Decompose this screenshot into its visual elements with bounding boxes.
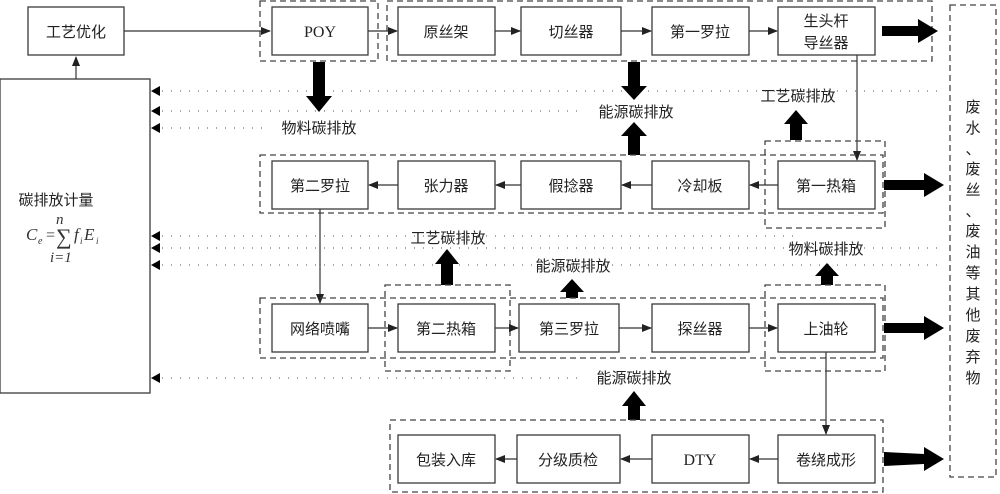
node-first-roller xyxy=(651,6,750,56)
formula-sum-bottom: i=1 xyxy=(50,250,72,266)
energy-emission-label-3: 能源碳排放 xyxy=(596,369,671,387)
waste-char: 等 xyxy=(965,264,980,282)
node-first-roller-label: 第一罗拉 xyxy=(670,23,730,41)
node-poy-label: POY xyxy=(304,24,336,41)
poy-group xyxy=(259,0,379,62)
formula-sigma: ∑ xyxy=(56,224,72,249)
node-air-nozzle xyxy=(271,303,369,353)
node-quality-grading-label: 分级质检 xyxy=(538,451,598,469)
formula-E: E xyxy=(83,225,95,244)
waste-arrow-row2 xyxy=(884,173,944,197)
waste-arrow-row4 xyxy=(884,447,944,471)
node-packaging-label: 包装入库 xyxy=(416,451,476,469)
node-winding xyxy=(777,434,876,484)
waste-arrow-row1 xyxy=(882,19,938,43)
row2-group xyxy=(259,154,884,214)
node-packaging xyxy=(397,434,496,484)
waste-char: 废 xyxy=(965,98,980,116)
node-poy xyxy=(271,6,369,56)
node-false-twister-label: 假捻器 xyxy=(548,177,593,195)
node-dty-label: DTY xyxy=(684,452,717,469)
waste-char: 其 xyxy=(965,285,980,303)
node-false-twister xyxy=(520,160,622,210)
node-third-roller-label: 第三罗拉 xyxy=(539,320,599,338)
energy-emission-arrow-up xyxy=(621,122,647,155)
waste-char: 、 xyxy=(965,202,980,220)
energy-emission-label-2: 能源碳排放 xyxy=(535,257,610,275)
formula-lhs: C xyxy=(26,225,38,244)
formula-sum-top: n xyxy=(56,212,64,228)
waste-char: 油 xyxy=(965,243,980,261)
process-emission-arrow-2 xyxy=(435,249,459,285)
node-threading-rod-label: 生头杆 xyxy=(803,12,848,30)
waste-char: 废 xyxy=(965,327,980,345)
node-second-roller-label: 第二罗拉 xyxy=(290,177,350,195)
node-second-heater-label: 第二热箱 xyxy=(416,320,476,338)
node-first-heater xyxy=(777,160,876,210)
node-oiling-wheel-label: 上油轮 xyxy=(803,320,848,338)
process-optimization-box xyxy=(27,6,125,56)
energy-emission-arrow-2 xyxy=(560,279,584,298)
energy-emission-arrow-3 xyxy=(622,391,646,420)
formula-lhs-sub: e xyxy=(38,236,43,247)
node-second-heater xyxy=(397,303,496,353)
energy-emission-label-1: 能源碳排放 xyxy=(598,103,673,121)
node-tensioner-label: 张力器 xyxy=(423,177,468,195)
process-emission-label-1: 工艺碳排放 xyxy=(760,87,835,105)
carbon-measurement-box xyxy=(0,78,151,394)
node-raw-creel-label: 原丝架 xyxy=(423,23,468,41)
formula-f-sub: i xyxy=(80,236,83,246)
svg-text:=: = xyxy=(45,227,56,244)
node-tensioner xyxy=(397,160,496,210)
node-cooling-plate-label: 冷却板 xyxy=(677,177,722,195)
node-winding-label: 卷绕成形 xyxy=(796,451,856,469)
waste-arrow-row3 xyxy=(884,316,944,340)
node-cutter-label: 切丝器 xyxy=(548,23,593,41)
material-emission-arrow-2 xyxy=(815,263,839,285)
node-air-nozzle-label: 网络喷嘴 xyxy=(290,320,350,338)
energy-emission-arrow-down xyxy=(621,62,647,100)
process-emission-arrow-1 xyxy=(784,110,808,140)
waste-char: 废 xyxy=(965,222,980,240)
formula-f: f xyxy=(74,225,81,244)
row4-group xyxy=(389,419,884,493)
row3-group xyxy=(259,297,884,359)
waste-char: 他 xyxy=(965,306,980,324)
material-emission-label-2: 物料碳排放 xyxy=(788,240,863,258)
node-third-roller xyxy=(518,303,620,353)
material-emission-label-1: 物料碳排放 xyxy=(281,119,356,137)
waste-char: 、 xyxy=(965,140,980,158)
waste-char: 废 xyxy=(965,160,980,178)
waste-char: 弃 xyxy=(965,348,980,366)
node-first-heater-label: 第一热箱 xyxy=(796,177,856,195)
carbon-measurement-title: 碳排放计量 xyxy=(18,191,93,209)
node-yarn-detector-label: 探丝器 xyxy=(677,320,722,338)
heater2-group xyxy=(384,284,511,372)
waste-char: 丝 xyxy=(965,181,980,199)
waste-char: 水 xyxy=(965,119,980,137)
formula-E-sub: i xyxy=(96,236,99,246)
node-cooling-plate xyxy=(651,160,750,210)
waste-box xyxy=(949,4,997,478)
node-second-roller xyxy=(271,160,369,210)
material-emission-arrow-poy xyxy=(306,62,332,112)
process-optimization-label: 工艺优化 xyxy=(46,23,106,41)
waste-char: 物 xyxy=(965,369,980,387)
node-yarn-guide-label: 导丝器 xyxy=(803,34,848,52)
node-yarn-detector xyxy=(651,303,750,353)
carbon-formula: C e = ∑ n i=1 f i E i xyxy=(26,212,99,266)
process-emission-label-2: 工艺碳排放 xyxy=(410,229,485,247)
dotted-feedback-lines xyxy=(151,86,940,383)
node-threading-guide xyxy=(777,6,876,56)
